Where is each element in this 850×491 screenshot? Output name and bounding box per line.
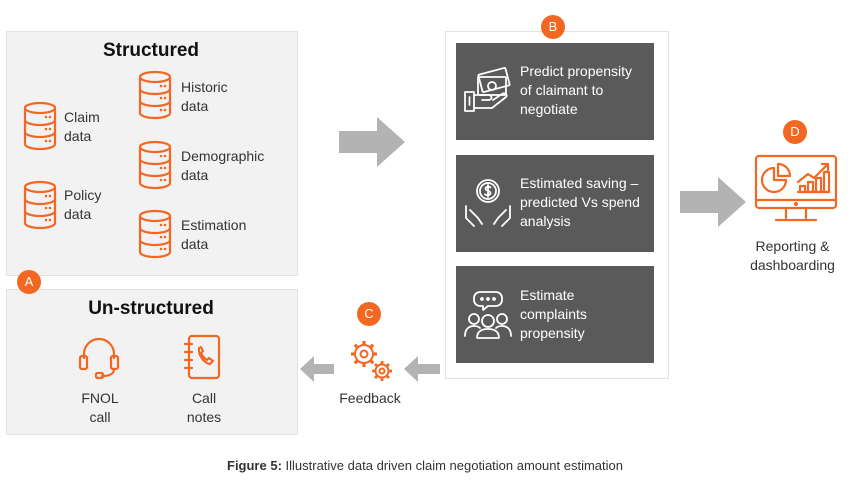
dashboard-monitor-icon: [754, 154, 838, 222]
database-icon: [138, 140, 172, 190]
unstructured-title: Un-structured: [88, 298, 214, 319]
phone-book-icon: [183, 334, 221, 380]
badge-b: B: [541, 15, 565, 39]
badge-a: A: [17, 270, 41, 294]
badge-d: D: [783, 120, 807, 144]
database-icon: [138, 70, 172, 120]
headset-icon: [78, 337, 120, 380]
arrow-left-icon: [404, 356, 440, 382]
reporting-label: Reporting &dashboarding: [750, 238, 835, 273]
figure-caption: Figure 5: Illustrative data driven claim…: [0, 458, 850, 473]
arrow-right-icon: [680, 177, 746, 227]
money-hand-icon: [464, 67, 511, 112]
caption-prefix: Figure 5:: [227, 458, 282, 473]
database-icon: [138, 209, 172, 259]
arrow-right-icon: [339, 117, 405, 167]
badge-c: C: [357, 302, 381, 326]
structured-title: Structured: [102, 40, 200, 61]
database-icon: [23, 180, 57, 230]
caption-text: Illustrative data driven claim negotiati…: [281, 458, 623, 473]
coin-hands-icon: [465, 179, 511, 227]
gears-icon: [351, 341, 392, 381]
unstructured-panel: [6, 289, 298, 435]
feedback-label: Feedback: [339, 390, 401, 406]
people-chat-icon: [464, 291, 512, 339]
model-box: [456, 155, 654, 252]
arrow-left-icon: [300, 356, 334, 382]
database-icon: [23, 101, 57, 151]
